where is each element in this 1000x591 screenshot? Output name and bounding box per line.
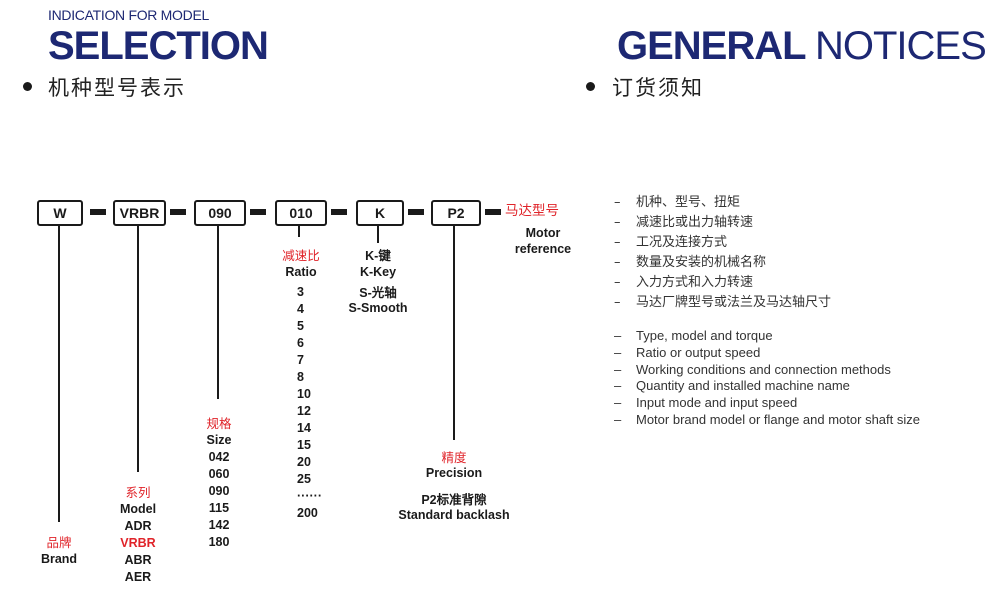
size-item: 115 (208, 501, 230, 515)
ratio-label-cn: 减速比 (282, 248, 320, 263)
ratio-item: 20 (297, 455, 311, 469)
ratio-item: 14 (297, 421, 311, 435)
notice-cn-item: 数量及安装的机械名称 (636, 255, 767, 270)
size-item: 142 (208, 518, 230, 532)
code-separator (250, 209, 266, 215)
notice-en-item: Quantity and installed machine name (636, 378, 850, 394)
size-list: 042 060 090 115 142 180 (193, 449, 245, 551)
notice-en-item: Motor brand model or flange and motor sh… (636, 411, 920, 427)
ratio-item: 200 (297, 506, 318, 520)
subtitle-indication: INDICATION FOR MODEL (48, 7, 209, 23)
ratio-item: 25 (297, 472, 311, 486)
size-label-en: Size (206, 433, 232, 447)
precision-p2-cn: P2标准背隙 (421, 493, 487, 507)
model-item-highlighted: VRBR (120, 536, 156, 550)
size-item: 042 (208, 450, 230, 464)
precision-p2-en: Standard backlash (398, 508, 510, 522)
model-label-en: Model (119, 502, 157, 516)
ratio-item: 5 (297, 319, 304, 333)
size-item: 090 (208, 484, 230, 498)
ratio-item: 8 (297, 370, 304, 384)
code-separator (170, 209, 186, 215)
shaft-smooth-en: S-Smooth (348, 301, 408, 315)
ratio-label-en: Ratio (285, 265, 317, 279)
heading-model-cn: 机种型号表示 (48, 76, 186, 100)
ratio-item-ellipsis: ······ (297, 489, 322, 503)
notice-en-item: Input mode and input speed (636, 395, 798, 411)
code-separator (485, 209, 501, 215)
dash-icon: – (614, 328, 622, 343)
title-general-notices: GENERAL NOTICES (617, 24, 987, 68)
precision-label-en: Precision (425, 466, 483, 480)
title-general: GENERAL (617, 24, 806, 68)
code-separator (331, 209, 347, 215)
ratio-item: 3 (297, 285, 304, 299)
code-box-ratio: 010 (275, 200, 327, 226)
notice-cn-item: 入力方式和入力转速 (636, 275, 754, 290)
notices-cn-list: –机种、型号、扭矩 –减速比或出力轴转速 –工况及连接方式 –数量及安装的机械名… (614, 193, 974, 313)
connector-line-size (217, 226, 219, 399)
title-selection: SELECTION (48, 24, 269, 68)
dash-icon: – (614, 295, 621, 310)
code-box-size: 090 (194, 200, 246, 226)
precision-label-cn: 精度 (441, 450, 467, 465)
ratio-item: 4 (297, 302, 304, 316)
shaft-key-cn: K-键 (365, 249, 391, 263)
notice-cn-item: 工况及连接方式 (636, 235, 728, 250)
dash-icon: – (614, 344, 622, 360)
code-separator (90, 209, 106, 215)
notice-cn-item: 机种、型号、扭矩 (636, 195, 741, 210)
code-box-precision: P2 (431, 200, 481, 226)
connector-line-shaft (377, 226, 379, 243)
brand-label-cn: 品牌 (46, 535, 72, 550)
dash-icon: – (614, 195, 621, 210)
motor-label-en-1: Motor (525, 226, 561, 240)
title-notices: NOTICES (814, 24, 987, 68)
bullet-icon (23, 82, 32, 91)
model-label-cn: 系列 (125, 485, 151, 500)
connector-line-precision (453, 226, 455, 440)
ratio-list: 3 4 5 6 7 8 10 12 14 15 20 25 ······ 200 (297, 284, 357, 522)
notice-cn-item: 马达厂牌型号或法兰及马达轴尺寸 (636, 295, 832, 310)
ratio-item: 12 (297, 404, 311, 418)
model-item: ABR (124, 553, 152, 567)
bullet-icon (586, 82, 595, 91)
motor-label-cn: 马达型号 (505, 203, 559, 219)
heading-notices-cn: 订货须知 (612, 76, 704, 100)
dash-icon: – (614, 275, 621, 290)
code-box-model: VRBR (113, 200, 166, 226)
code-separator (408, 209, 424, 215)
model-item: ADR (124, 519, 152, 533)
model-item: AER (124, 570, 152, 584)
ratio-item: 15 (297, 438, 311, 452)
size-item: 180 (208, 535, 230, 549)
notice-en-item: Type, model and torque (636, 328, 773, 343)
notice-en-item: Working conditions and connection method… (636, 361, 891, 377)
dash-icon: – (614, 255, 621, 270)
dash-icon: – (614, 395, 622, 411)
connector-line-brand (58, 226, 60, 522)
dash-icon: – (614, 361, 622, 377)
motor-label-en-2: reference (514, 242, 572, 256)
ratio-item: 10 (297, 387, 311, 401)
dash-icon: – (614, 215, 621, 230)
ratio-item: 7 (297, 353, 304, 367)
connector-line-ratio (298, 226, 300, 237)
size-item: 060 (208, 467, 230, 481)
size-label-cn: 规格 (206, 416, 232, 431)
notices-en-list: –Type, model and torque –Ratio or output… (614, 328, 984, 429)
dash-icon: – (614, 235, 621, 250)
shaft-smooth-cn: S-光轴 (359, 286, 397, 300)
brand-label-en: Brand (40, 552, 78, 566)
notice-en-item: Ratio or output speed (636, 344, 761, 360)
code-box-shaft: K (356, 200, 404, 226)
ratio-item: 6 (297, 336, 304, 350)
dash-icon: – (614, 378, 622, 394)
connector-line-model (137, 226, 139, 472)
model-list: ADR VRBR ABR AER (110, 518, 166, 586)
shaft-key-en: K-Key (359, 265, 397, 279)
code-box-brand: W (37, 200, 83, 226)
dash-icon: – (614, 411, 622, 427)
notice-cn-item: 减速比或出力轴转速 (636, 215, 754, 230)
